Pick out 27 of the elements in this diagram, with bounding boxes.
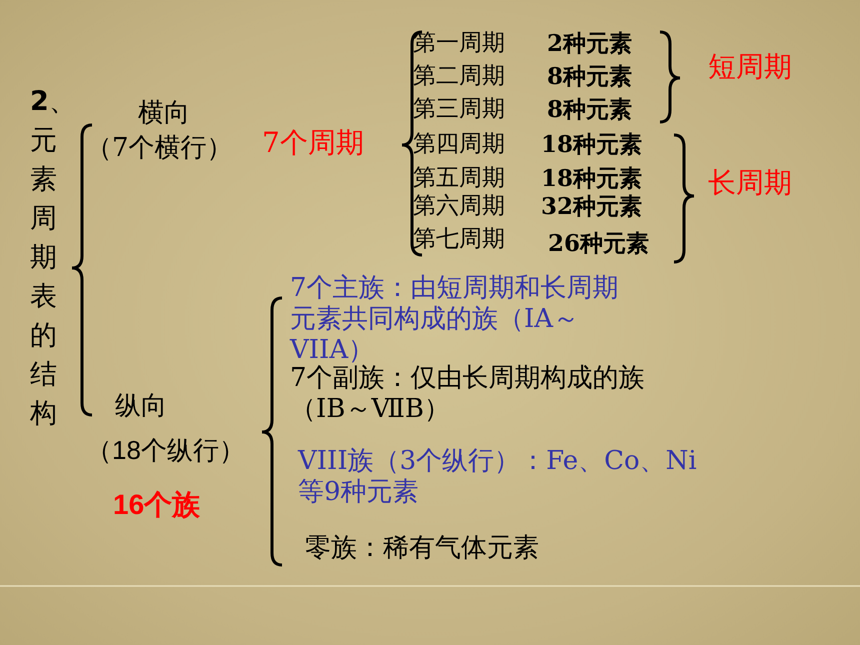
group-label: 短周期 xyxy=(708,50,792,84)
period-name: 第七周期 xyxy=(413,226,505,254)
period-name: 第二周期 xyxy=(413,63,505,91)
axis-label: 横向 xyxy=(138,98,190,130)
element-count: 26种元素 xyxy=(548,230,650,258)
count-label: 7个周期 xyxy=(262,126,364,160)
axis-label: （18个纵行） xyxy=(86,435,245,466)
description-text: 7个主族：由短周期和长周期元素共同构成的族（IA～VIIA） xyxy=(290,273,619,366)
period-name: 第三周期 xyxy=(413,96,505,124)
period-name: 第四周期 xyxy=(413,131,505,159)
element-count: 8种元素 xyxy=(547,96,632,124)
period-name: 第一周期 xyxy=(413,30,505,58)
count-label: 16个族 xyxy=(113,488,200,522)
element-count: 18种元素 xyxy=(541,165,642,193)
description-text: VIII族（3个纵行）：Fe、Co、Ni等9种元素 xyxy=(298,446,698,508)
element-count: 2种元素 xyxy=(547,30,632,58)
axis-label: （7个横行） xyxy=(86,133,233,164)
element-count: 8种元素 xyxy=(547,63,632,91)
group-label: 长周期 xyxy=(708,166,792,200)
description-text: 零族：稀有气体元素 xyxy=(305,533,539,564)
description-text: 7个副族：仅由长周期构成的族（ⅠB～ⅦB） xyxy=(290,363,646,426)
period-name: 第六周期 xyxy=(413,193,505,221)
heading-text: 2、元素周期表的结构 xyxy=(30,85,64,431)
period-name: 第五周期 xyxy=(413,165,505,193)
element-count: 32种元素 xyxy=(541,193,642,221)
axis-label: 纵向 xyxy=(115,391,167,422)
element-count: 18种元素 xyxy=(541,131,642,159)
